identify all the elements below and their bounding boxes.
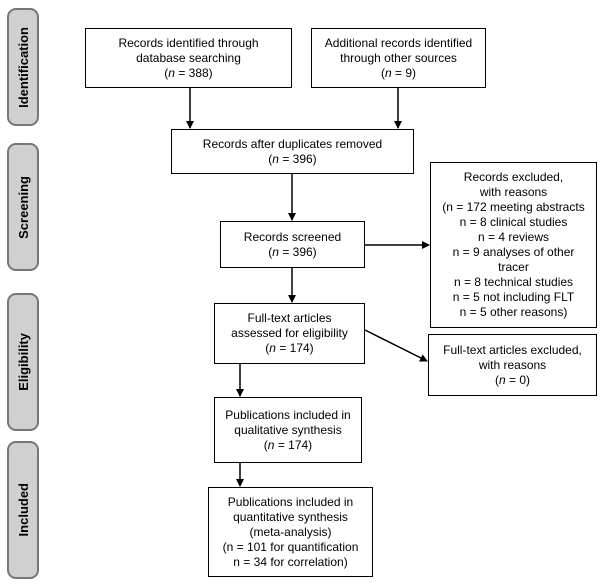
count-value: = 396) xyxy=(278,151,317,166)
n-symbol: n xyxy=(384,65,392,80)
count-value: = 396) xyxy=(278,244,317,259)
box-text-line: Publications included in xyxy=(225,407,351,422)
box-text-line: with reasons xyxy=(478,357,547,372)
box-text-line: qualitative synthesis xyxy=(234,422,342,437)
box-quantitative-synthesis: Publications included in quantitative sy… xyxy=(208,487,373,577)
box-text-line: n = 8 clinical studies xyxy=(459,215,568,229)
stage-eligibility: Eligibility xyxy=(7,293,39,431)
n-symbol: n xyxy=(498,372,506,387)
box-full-text-assessed: Full-text articles assessed for eligibil… xyxy=(214,303,365,364)
box-text-line: through other sources xyxy=(340,50,457,65)
box-text-line: quantitative synthesis xyxy=(233,509,348,524)
box-text-line: Additional records identified xyxy=(324,35,473,50)
box-text-line: Publications included in xyxy=(227,494,354,509)
count-value: = 9) xyxy=(391,65,417,80)
box-count: (n = 388) xyxy=(164,65,213,80)
box-text-line: Full-text articles xyxy=(247,311,332,325)
box-text-line: n = 4 reviews xyxy=(477,230,550,244)
box-count: (n = 396) xyxy=(268,151,317,166)
arrow-fulltext-to-fulltext-excluded xyxy=(364,329,428,362)
box-text-line: n = 5 not including FLT xyxy=(452,290,575,304)
box-text-line: n = 5 other reasons) xyxy=(459,305,568,319)
n-symbol: n xyxy=(269,341,276,355)
n-symbol: n xyxy=(272,151,279,166)
box-count: (n = 174) xyxy=(265,341,314,355)
n-symbol: n xyxy=(267,437,275,452)
box-after-duplicates: Records after duplicates removed (n = 39… xyxy=(171,129,414,174)
box-text-line: n = 34 for correlation) xyxy=(233,554,348,569)
box-text-line: n = 9 analyses of other xyxy=(452,245,575,259)
box-database-search: Records identified through database sear… xyxy=(85,28,292,88)
count-value: = 174) xyxy=(274,437,313,452)
box-count: (n = 174) xyxy=(263,437,313,452)
box-text-line: Full-text articles excluded, xyxy=(443,342,582,357)
stage-identification-label: Identification xyxy=(15,26,31,108)
box-text-line: Records screened xyxy=(243,229,342,244)
box-text-line: Records excluded, xyxy=(463,170,564,184)
box-text-line: assessed for eligibility xyxy=(231,326,348,340)
stage-screening: Screening xyxy=(7,143,39,271)
box-text-line: with reasons xyxy=(479,185,548,199)
box-records-excluded: Records excluded, with reasons (n = 172 … xyxy=(430,162,597,328)
count-value: = 0) xyxy=(505,372,531,387)
box-text-line: (n = 101 for quantification xyxy=(222,539,359,554)
n-symbol: n xyxy=(168,65,175,80)
stage-identification: Identification xyxy=(7,8,39,126)
box-text-line: (meta-analysis) xyxy=(249,524,332,539)
n-symbol: n xyxy=(272,244,279,259)
stage-eligibility-label: Eligibility xyxy=(15,333,31,391)
box-other-sources: Additional records identified through ot… xyxy=(311,28,486,88)
box-records-screened: Records screened (n = 396) xyxy=(220,221,365,268)
box-text-line: n = 8 technical studies xyxy=(453,275,574,289)
count-value: = 388) xyxy=(174,65,213,80)
stage-included: Included xyxy=(7,441,39,579)
box-count: (n = 9) xyxy=(380,65,417,80)
box-text-line: (n = 172 meeting abstracts xyxy=(442,200,585,214)
box-qualitative-synthesis: Publications included in qualitative syn… xyxy=(214,397,362,463)
box-full-text-excluded: Full-text articles excluded, with reason… xyxy=(428,334,597,396)
box-count: (n = 396) xyxy=(268,244,317,259)
box-text-line: Records after duplicates removed xyxy=(202,136,383,151)
box-count: (n = 0) xyxy=(494,372,531,387)
stage-screening-label: Screening xyxy=(15,175,31,239)
box-text-line: database searching xyxy=(136,50,241,65)
box-text-line: tracer xyxy=(498,260,529,274)
box-text-line: Records identified through xyxy=(118,35,259,50)
count-value: = 174) xyxy=(275,341,314,355)
stage-included-label: Included xyxy=(15,483,31,537)
